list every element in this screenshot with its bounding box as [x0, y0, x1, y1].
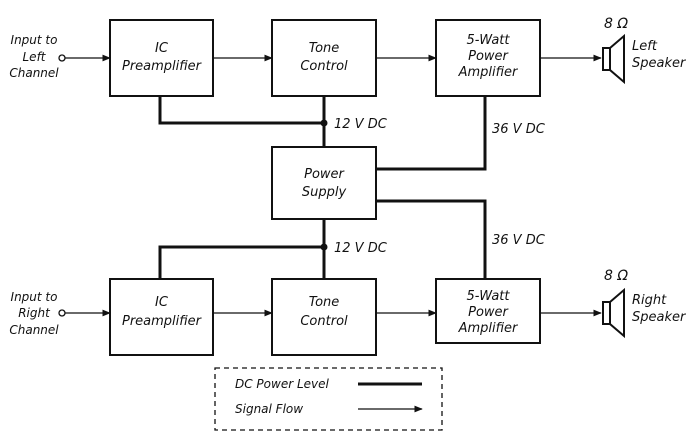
block-tone-left: Tone Control	[271, 19, 377, 97]
block-power-supply: Power Supply	[271, 146, 377, 220]
voltage-label-12v-top: 12 V DC	[334, 117, 388, 132]
block-preamp-left: IC Preamplifier	[109, 19, 214, 97]
input-left-label: Input to Left Channel	[9, 33, 59, 80]
block-tone-right: Tone Control	[271, 278, 377, 356]
dc-line-amp-left	[376, 96, 487, 171]
dc-line-preamp-left	[158, 96, 324, 125]
signal-flow-left	[58, 54, 602, 62]
amp-right-line3: Amplifier	[458, 321, 519, 336]
speaker-right-label-line2: Speaker	[632, 310, 687, 325]
input-left-terminal	[58, 54, 66, 62]
input-left-line2: Left	[23, 50, 47, 64]
speaker-right-label-line1: Right	[632, 293, 667, 308]
dc-line-preamp-right	[158, 245, 324, 279]
speaker-left-impedance: 8 Ω	[604, 16, 628, 32]
tone-left-line1: Tone	[309, 41, 340, 56]
voltage-label-36v-bottom: 36 V DC	[492, 233, 546, 248]
tone-right-line1: Tone	[309, 295, 340, 310]
dc-line-amp-right	[376, 199, 487, 279]
tone-right-line2: Control	[300, 314, 348, 329]
preamp-right-line1: IC	[155, 295, 169, 310]
preamp-right-line2: Preamplifier	[122, 314, 203, 329]
legend-dc-power-label: DC Power Level	[235, 377, 330, 391]
tone-left-line2: Control	[300, 59, 348, 74]
legend-box	[214, 367, 443, 431]
amp-left-line1: 5-Watt	[466, 33, 510, 48]
input-right-line2: Right	[18, 306, 51, 320]
block-preamp-right: IC Preamplifier	[109, 278, 214, 356]
block-amp-right: 5-Watt Power Amplifier	[435, 278, 541, 344]
legend: DC Power Level Signal Flow	[214, 367, 443, 431]
dc-junction-top	[320, 119, 328, 127]
input-right-label: Input to Right Channel	[9, 290, 59, 337]
input-right-terminal	[58, 309, 66, 317]
voltage-label-12v-bottom: 12 V DC	[334, 241, 388, 256]
speaker-right-icon	[602, 287, 625, 339]
preamp-left-line1: IC	[155, 41, 169, 56]
input-left-line3: Channel	[9, 66, 59, 80]
dc-junction-bottom	[320, 243, 328, 251]
input-right-line3: Channel	[9, 323, 59, 337]
amp-left-line3: Amplifier	[458, 65, 519, 80]
dc-power-lines	[158, 96, 487, 279]
amp-right-line1: 5-Watt	[466, 289, 510, 304]
block-amp-left: 5-Watt Power Amplifier	[435, 19, 541, 97]
legend-signal-flow-label: Signal Flow	[235, 402, 303, 416]
speaker-left-label-line2: Speaker	[632, 56, 687, 71]
power-supply-line2: Supply	[302, 185, 347, 200]
input-left-line1: Input to	[11, 33, 58, 47]
voltage-label-36v-top: 36 V DC	[492, 122, 546, 137]
amp-left-line2: Power	[468, 49, 509, 64]
speaker-left-icon	[602, 33, 625, 85]
power-supply-line1: Power	[304, 167, 345, 182]
input-right-line1: Input to	[11, 290, 58, 304]
preamp-left-line2: Preamplifier	[122, 59, 203, 74]
speaker-left-label-line1: Left	[632, 39, 658, 54]
signal-flow-right	[58, 309, 602, 317]
speaker-right-impedance: 8 Ω	[604, 268, 628, 284]
amp-right-line2: Power	[468, 305, 509, 320]
